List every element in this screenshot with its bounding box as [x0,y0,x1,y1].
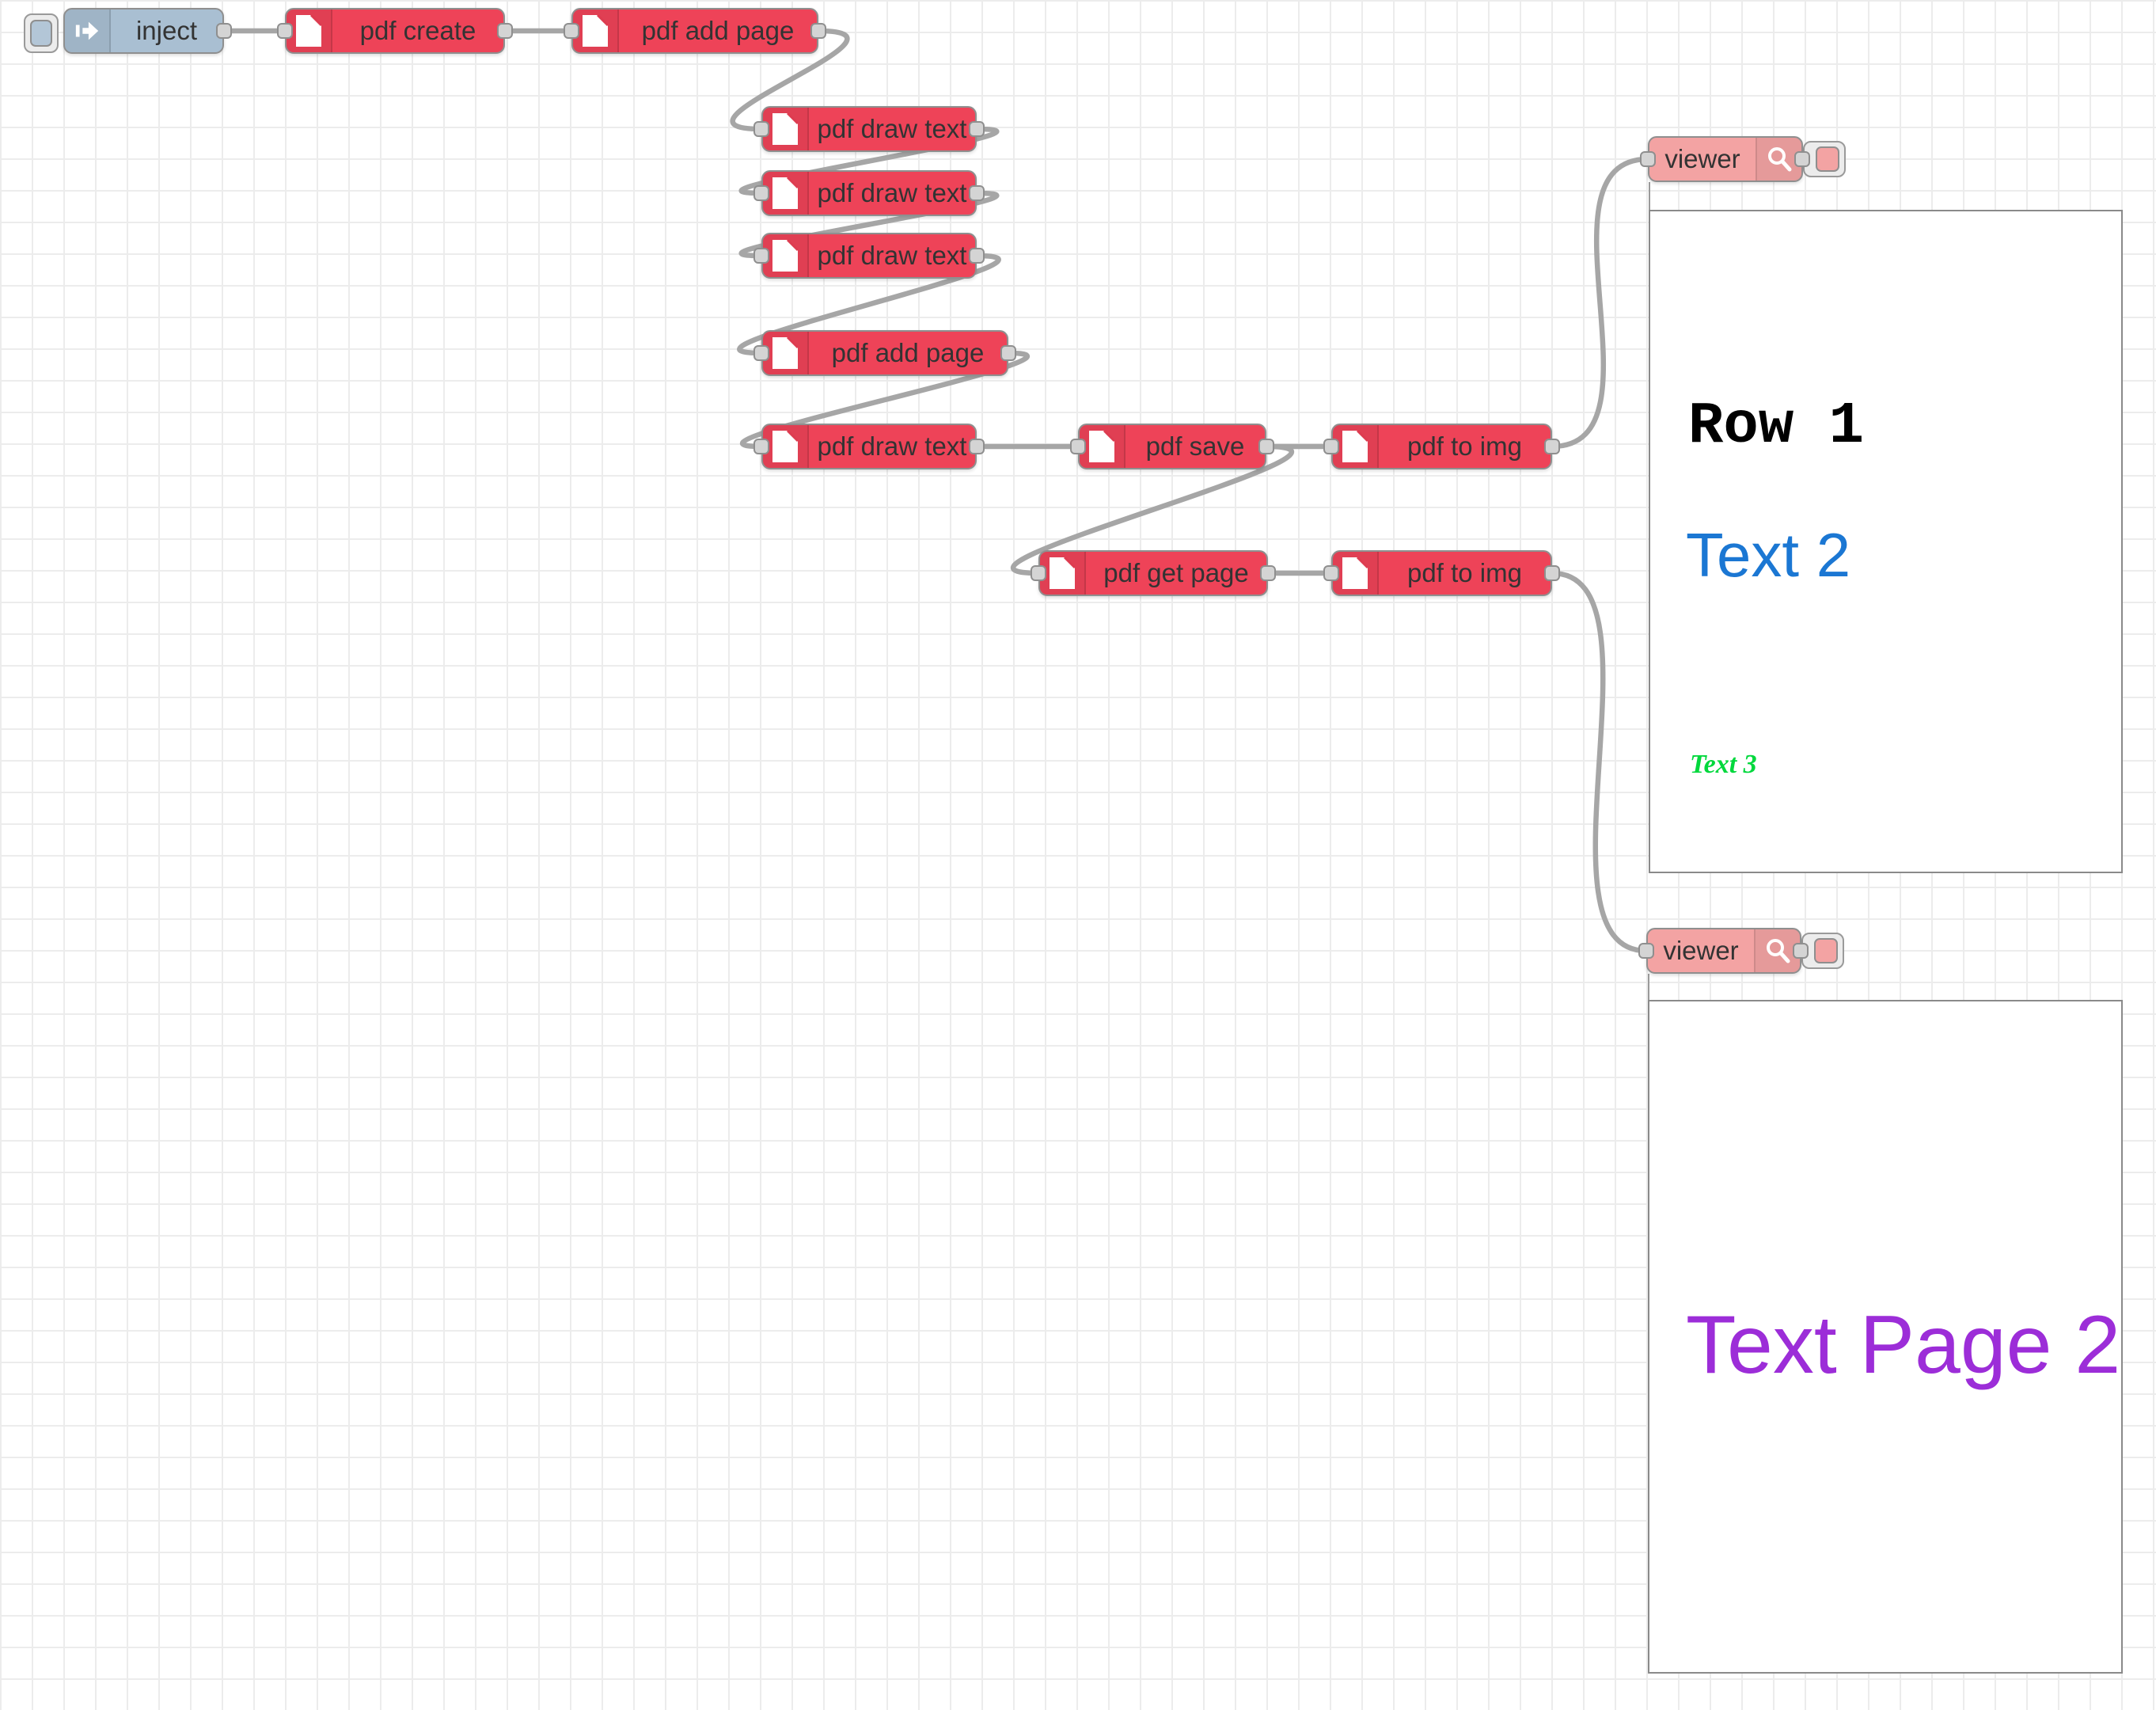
node-port[interactable] [753,345,769,361]
node-port[interactable] [1640,151,1656,167]
image-preview-page-1: Row 1 Text 2 Text 3 [1649,210,2123,873]
preview-text: Text 2 [1686,520,1851,590]
wire[interactable] [730,28,850,132]
magnifier-icon [1754,929,1800,972]
node-label: pdf draw text [817,431,967,461]
node-pdf-draw-text-3[interactable]: pdf draw text [761,233,977,279]
node-port[interactable] [564,23,579,39]
node-pdf-draw-text-1[interactable]: pdf draw text [761,106,977,152]
wire[interactable] [737,253,1001,356]
preview-text: Text Page 2 [1686,1299,2121,1391]
node-port[interactable] [1638,943,1654,959]
file-icon [1040,552,1086,595]
preview-text: Row 1 [1688,393,1865,460]
wire[interactable] [738,190,1000,259]
node-label: pdf draw text [817,241,967,270]
file-icon [763,234,809,277]
node-port[interactable] [969,185,985,201]
node-port[interactable] [1544,439,1560,454]
preview-connector [1649,182,1650,210]
node-port[interactable] [753,439,769,454]
node-label: pdf create [359,16,476,45]
node-port[interactable] [277,23,293,39]
file-icon [287,10,332,52]
node-port[interactable] [497,23,513,39]
file-icon [1333,425,1379,468]
node-label: pdf to img [1407,558,1522,587]
node-port[interactable] [1258,439,1274,454]
node-label: pdf draw text [817,178,967,207]
node-inject[interactable]: inject [63,8,224,54]
magnifier-icon [1756,138,1801,180]
wire[interactable] [1010,443,1295,576]
wire[interactable] [740,350,1030,450]
file-icon [1333,552,1379,595]
inject-button[interactable] [30,20,52,47]
file-icon [763,425,809,468]
node-label: pdf add page [641,16,795,45]
node-port[interactable] [1070,439,1086,454]
node-pdf-to-img-1[interactable]: pdf to img [1331,424,1552,469]
node-port[interactable] [1794,151,1810,167]
file-icon [763,332,809,374]
node-label: pdf get page [1103,558,1249,587]
node-port[interactable] [810,23,826,39]
node-label: pdf add page [831,338,985,367]
viewer-button[interactable] [1814,938,1838,963]
file-icon [1080,425,1125,468]
image-preview-page-2: Text Page 2 [1648,1000,2123,1674]
node-pdf-save[interactable]: pdf save [1078,424,1266,469]
node-label: viewer [1663,936,1739,965]
node-pdf-add-page-2[interactable]: pdf add page [761,330,1008,376]
node-port[interactable] [969,439,985,454]
node-pdf-get-page[interactable]: pdf get page [1038,550,1268,596]
node-port[interactable] [1031,565,1046,581]
viewer-button[interactable] [1816,146,1839,172]
file-icon [573,10,619,52]
node-port[interactable] [753,185,769,201]
node-pdf-create[interactable]: pdf create [285,8,505,54]
node-port[interactable] [969,121,985,137]
node-label: pdf draw text [817,114,967,143]
node-port[interactable] [1793,943,1809,959]
inject-arrow-icon [65,10,111,52]
node-port[interactable] [1000,345,1016,361]
node-viewer-2[interactable]: viewer [1646,928,1801,974]
node-label: pdf save [1145,431,1245,461]
preview-text: Text 3 [1690,750,1757,779]
node-pdf-add-page-1[interactable]: pdf add page [571,8,818,54]
node-label: viewer [1664,144,1740,173]
node-pdf-draw-text-4[interactable]: pdf draw text [761,424,977,469]
preview-connector [1648,974,1649,1000]
node-port[interactable] [1323,439,1339,454]
wire[interactable] [1549,156,1651,450]
node-viewer-1[interactable]: viewer [1648,136,1803,182]
node-pdf-draw-text-2[interactable]: pdf draw text [761,170,977,216]
node-port[interactable] [1544,565,1560,581]
wire[interactable] [1549,570,1649,954]
file-icon [763,108,809,150]
node-port[interactable] [1260,565,1276,581]
node-label: pdf to img [1407,431,1522,461]
file-icon [763,172,809,215]
node-port[interactable] [1323,565,1339,581]
node-port[interactable] [753,248,769,264]
node-pdf-to-img-2[interactable]: pdf to img [1331,550,1552,596]
node-port[interactable] [969,248,985,264]
node-port[interactable] [216,23,232,39]
wire[interactable] [738,126,1000,196]
node-label: inject [135,16,198,45]
node-port[interactable] [753,121,769,137]
